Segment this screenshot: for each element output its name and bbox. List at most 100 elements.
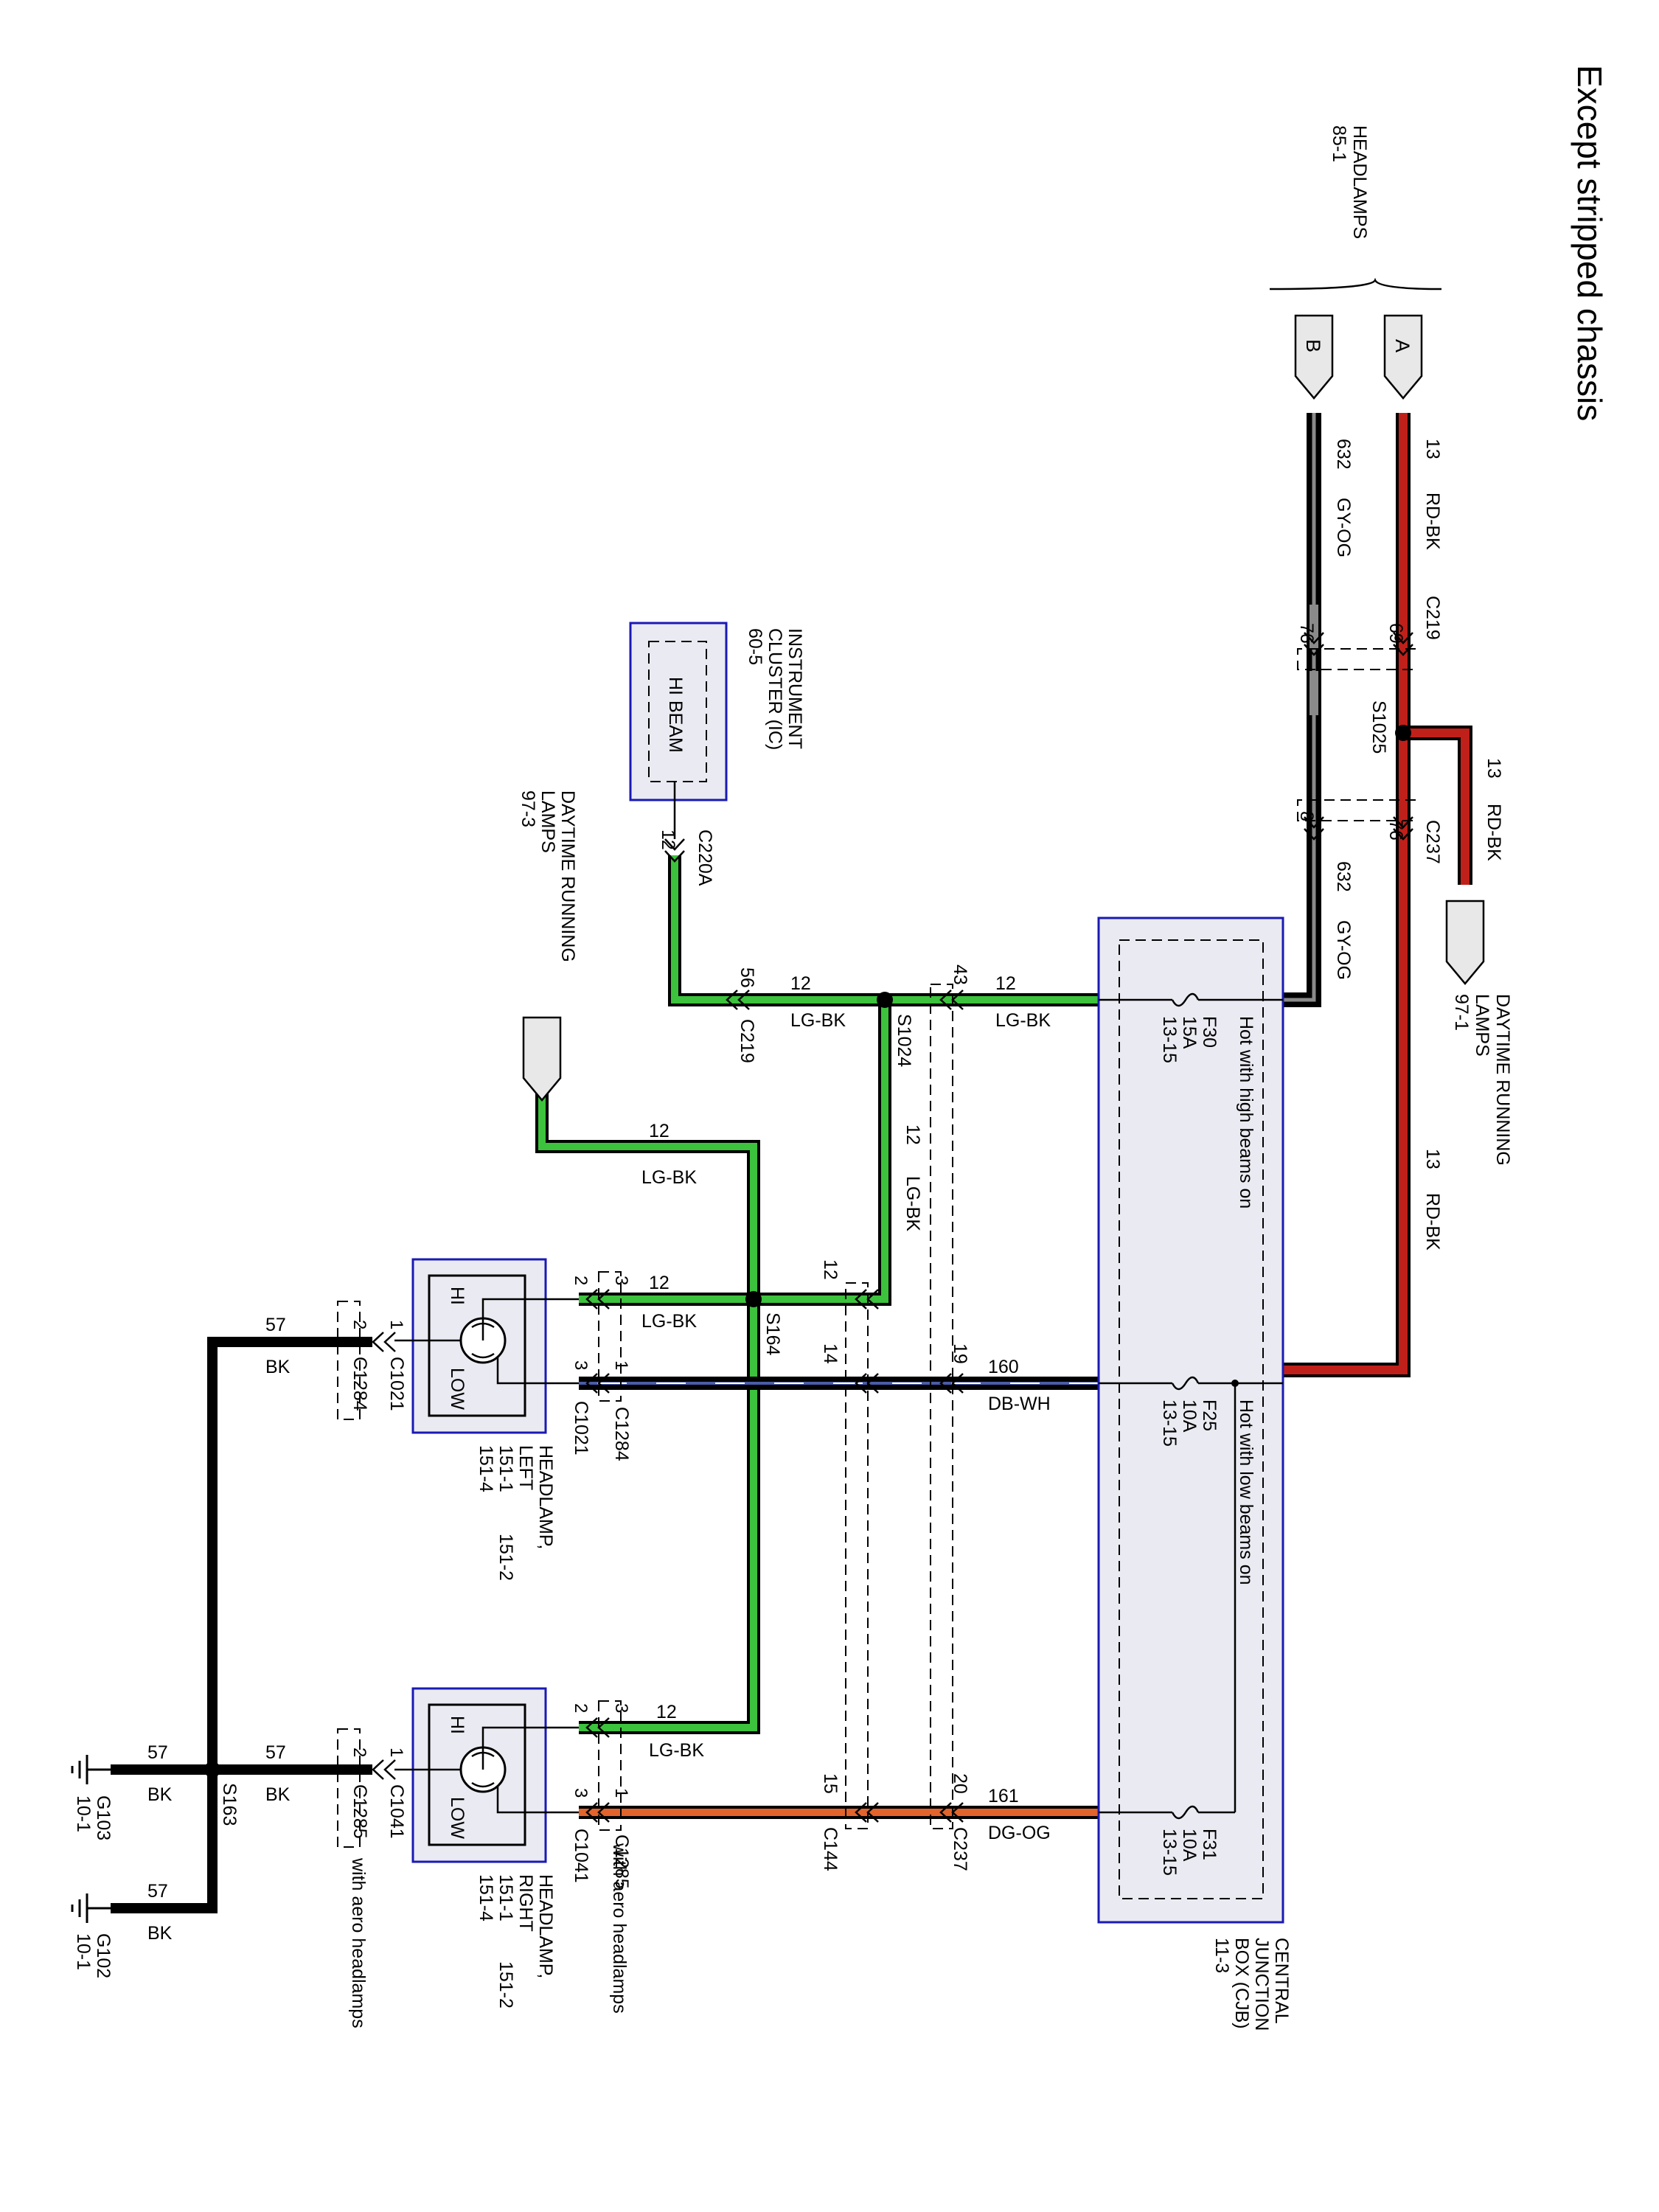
ground-g103-icon <box>71 1755 111 1784</box>
wire-13-num-drl: 13 <box>1484 758 1504 779</box>
wire-57-num-rhl: 57 <box>265 1742 286 1763</box>
svg-text:A: A <box>1391 339 1413 352</box>
headlamp-left-low-label: LOW <box>447 1368 467 1410</box>
svg-text:13-15: 13-15 <box>1159 1399 1180 1447</box>
pin-c144-160: 14 <box>820 1343 841 1364</box>
pin-rhl-c1041-low: 3 <box>571 1788 591 1798</box>
conn-c220a-label: C220A <box>695 830 715 886</box>
svg-text:10A: 10A <box>1179 1399 1200 1433</box>
conn-c1285-label-b: C1285 <box>349 1784 370 1839</box>
conn-c1284-label-b: C1284 <box>349 1357 370 1411</box>
hi-beam-indicator-label: HI BEAM <box>665 677 686 753</box>
conn-c144-label: C144 <box>820 1827 841 1871</box>
cjb-line-f31 <box>1099 1383 1237 1814</box>
wire-632-color-b: GY-OG <box>1333 498 1354 557</box>
pin-lhl-c1284-gnd: 2 <box>349 1320 369 1329</box>
wire-632-gy-og <box>1283 413 1321 1007</box>
connector-c237-boundary <box>930 984 953 1829</box>
svg-text:10A: 10A <box>1179 1829 1200 1862</box>
ground-g103-label: G103 10-1 <box>73 1795 114 1840</box>
wire-160-color: DB-WH <box>988 1394 1051 1414</box>
wire-57-num-lhl: 57 <box>265 1315 286 1335</box>
page-title: Except stripped chassis <box>1571 65 1609 421</box>
svg-text:CLUSTER (IC): CLUSTER (IC) <box>765 628 785 750</box>
svg-text:13-15: 13-15 <box>1159 1829 1180 1876</box>
central-junction-box <box>1097 917 1284 1924</box>
svg-text:151-2: 151-2 <box>495 1534 516 1581</box>
svg-text:151-1: 151-1 <box>495 1874 516 1921</box>
pin-c144-161: 15 <box>820 1773 841 1794</box>
svg-text:LAMPS: LAMPS <box>1472 994 1492 1057</box>
connector-c219-boundary <box>1297 648 1416 670</box>
cjb-inner-boundary <box>1119 939 1264 1899</box>
svg-text:11-3: 11-3 <box>1211 1938 1232 1973</box>
pin-c219-632: 76 <box>1296 623 1317 644</box>
fuse-f31-label: F31 10A 13-15 <box>1159 1829 1220 1876</box>
fuse-f30-icon <box>1171 992 1200 1007</box>
pin-c219-lg: 56 <box>737 967 757 988</box>
svg-text:97-3: 97-3 <box>518 790 538 827</box>
instrument-cluster-inner <box>648 641 707 782</box>
pin-c144-lg: 12 <box>820 1259 841 1280</box>
wire-13-color-a: RD-BK <box>1422 493 1443 550</box>
drl-flag-top <box>1445 900 1485 985</box>
pin-c237-161: 20 <box>950 1773 970 1794</box>
wire-13-num-cjb: 13 <box>1422 1149 1443 1169</box>
connector-flag-a: A <box>1383 314 1423 400</box>
wire-12-color-rhl: LG-BK <box>649 1740 704 1761</box>
headlamp-left-inner <box>428 1274 526 1417</box>
svg-text:INSTRUMENT: INSTRUMENT <box>785 628 805 749</box>
drl-top-label: DAYTIME RUNNING LAMPS 97-1 <box>1451 994 1513 1166</box>
wire-12-color-ic: LG-BK <box>790 1010 846 1031</box>
wire-57-num-g102: 57 <box>147 1881 168 1902</box>
wire-13-color-drl: RD-BK <box>1484 804 1504 861</box>
connector-c1284-boundary <box>598 1271 622 1402</box>
wire-57-color-rhl: BK <box>265 1784 291 1805</box>
splice-s163 <box>204 1761 220 1778</box>
svg-text:DAYTIME RUNNING: DAYTIME RUNNING <box>557 790 578 962</box>
wire-12-num-lhl: 12 <box>649 1273 669 1293</box>
wire-632-num-b: 632 <box>1333 439 1354 470</box>
drl-left-label: DAYTIME RUNNING LAMPS 97-3 <box>518 790 578 962</box>
wire-13-num-a: 13 <box>1422 439 1443 459</box>
svg-text:151-4: 151-4 <box>476 1874 496 1921</box>
svg-text:JUNCTION: JUNCTION <box>1251 1938 1272 2031</box>
wire-12-num-ic: 12 <box>790 973 811 994</box>
wire-57-color-g102: BK <box>147 1923 173 1944</box>
wire-161-color: DG-OG <box>988 1823 1051 1843</box>
headlamp-right-hi-label: HI <box>447 1716 467 1734</box>
conn-c1041-label-b: C1041 <box>386 1784 407 1839</box>
fuse-f25-label: F25 10A 13-15 <box>1159 1399 1220 1447</box>
wire-632-num-c: 632 <box>1333 861 1354 892</box>
pin-c237-632: 8 <box>1296 811 1317 821</box>
svg-text:B: B <box>1302 339 1324 352</box>
conn-c1285-label-a: C1285 <box>611 1834 632 1889</box>
svg-text:G102: G102 <box>93 1933 114 1978</box>
svg-text:HEADLAMP,: HEADLAMP, <box>535 1874 556 1978</box>
pin-c219-13: 69 <box>1385 623 1406 644</box>
instrument-cluster-label: INSTRUMENT CLUSTER (IC) 60-5 <box>745 628 805 750</box>
conn-c1021-label-b: C1021 <box>386 1357 407 1411</box>
fuse-f31-icon <box>1171 1805 1200 1820</box>
splice-s1024 <box>877 992 893 1008</box>
svg-text:85-1: 85-1 <box>1329 125 1349 162</box>
wire-160-num: 160 <box>988 1357 1019 1377</box>
wire-12-num-rhl: 12 <box>656 1702 677 1722</box>
wire-57-color-lhl: BK <box>265 1357 291 1377</box>
conn-c237-top-label: C237 <box>1422 820 1443 864</box>
connector-flag-b: B <box>1294 314 1334 400</box>
pin-lhl-c1021-hi: 2 <box>571 1276 591 1285</box>
ground-g102-label: G102 10-1 <box>73 1933 114 1978</box>
wire-57-num-g103: 57 <box>147 1742 168 1763</box>
svg-text:151-1: 151-1 <box>495 1445 516 1492</box>
svg-text:15A: 15A <box>1179 1016 1200 1049</box>
conn-c219-lg-label: C219 <box>737 1019 757 1063</box>
pin-rhl-c1041-hi: 2 <box>571 1703 591 1713</box>
svg-text:60-5: 60-5 <box>745 628 765 665</box>
conn-c1041-label-a: C1041 <box>571 1829 591 1883</box>
fuse-f30-label: F30 15A 13-15 <box>1159 1016 1220 1063</box>
wire-12-num-cjb: 12 <box>995 973 1016 994</box>
connector-c144-boundary <box>845 1282 869 1829</box>
svg-text:F25: F25 <box>1199 1399 1220 1431</box>
svg-text:HEADLAMPS: HEADLAMPS <box>1349 125 1370 239</box>
